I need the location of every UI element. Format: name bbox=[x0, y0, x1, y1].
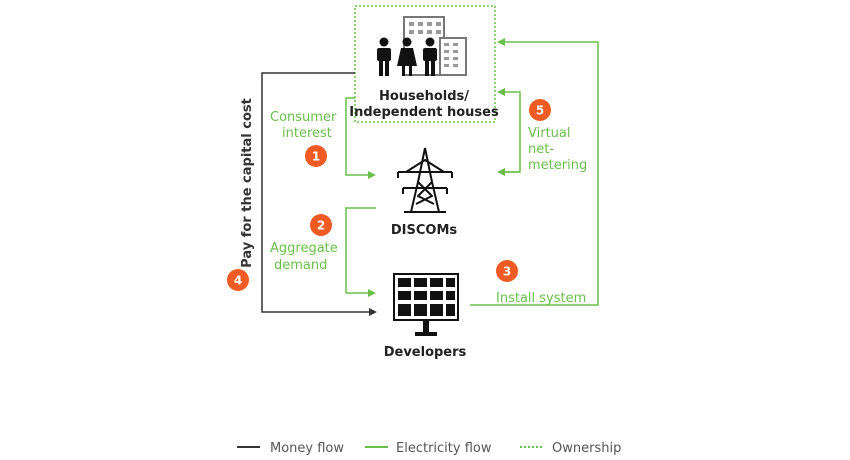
households-label-line1: Households/ bbox=[379, 89, 469, 104]
step1-label-line1: Consumer bbox=[270, 110, 337, 125]
consumer-interest-line bbox=[345, 97, 376, 179]
step5-label-line1: Virtual bbox=[528, 126, 570, 141]
transmission-tower-icon bbox=[397, 147, 453, 213]
solar-panel-icon bbox=[393, 273, 459, 336]
step4-badge bbox=[227, 269, 249, 291]
step2-label-line1: Aggregate bbox=[270, 241, 338, 256]
step3-number: 3 bbox=[503, 265, 511, 279]
legend-ownership-label: Ownership bbox=[552, 441, 621, 456]
ownership-box bbox=[354, 5, 496, 123]
step1-number: 1 bbox=[312, 150, 320, 164]
step3-label: Install system bbox=[496, 291, 586, 306]
install-system-line bbox=[470, 38, 599, 306]
step4-label: Pay for the capital cost bbox=[240, 98, 255, 268]
step1-label-line2: interest bbox=[282, 126, 332, 141]
aggregate-demand-line bbox=[345, 207, 376, 297]
step5-number: 5 bbox=[536, 104, 544, 118]
legend-electricity-label: Electricity flow bbox=[396, 441, 492, 456]
developers-label: Developers bbox=[384, 345, 467, 360]
legend-money-label: Money flow bbox=[270, 441, 344, 456]
households-label-line2: Independent houses bbox=[349, 105, 499, 120]
step2-number: 2 bbox=[317, 219, 325, 233]
discoms-label: DISCOMs bbox=[391, 223, 458, 238]
legend: Money flow Electricity flow Ownership bbox=[237, 441, 621, 456]
step4-number: 4 bbox=[234, 274, 242, 288]
step5-badge bbox=[529, 99, 551, 121]
money-flow-line bbox=[261, 72, 377, 316]
step1-badge bbox=[305, 145, 327, 167]
virtual-net-metering-line bbox=[497, 88, 521, 173]
step5-label-line2: net- bbox=[528, 142, 554, 157]
step5-label-line3: metering bbox=[528, 158, 587, 173]
step2-label-line2: demand bbox=[274, 258, 327, 273]
step2-badge bbox=[310, 214, 332, 236]
households-icon bbox=[377, 16, 467, 76]
step3-badge bbox=[496, 260, 518, 282]
